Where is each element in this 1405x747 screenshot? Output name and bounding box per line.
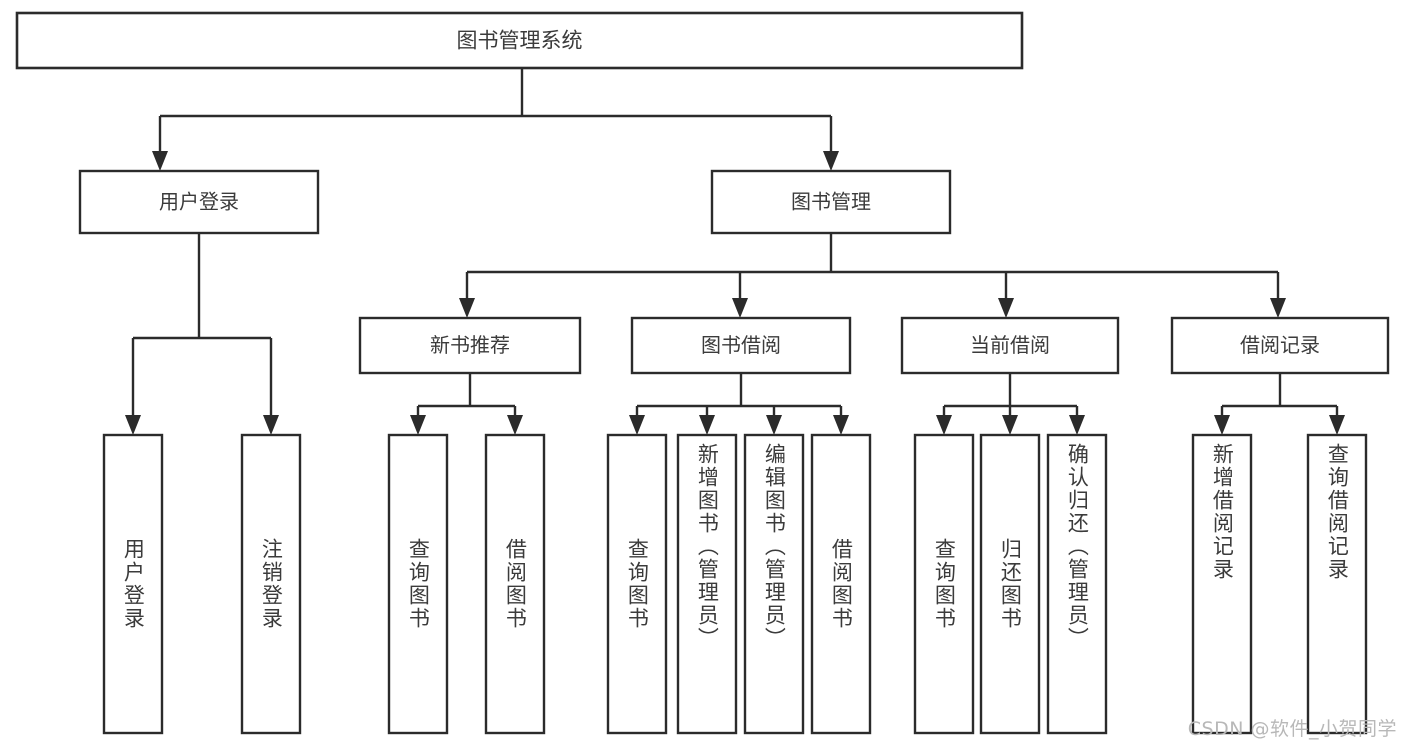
arrow-leaf-add-book [699, 406, 715, 435]
arrow-head [998, 298, 1014, 318]
arrow-head [833, 415, 849, 435]
arrow-leaf-borrow-book-rec [507, 406, 523, 435]
node-label-user-login: 用户登录 [159, 190, 239, 214]
arrow-head [1069, 415, 1085, 435]
arrow-leaf-query-book-rec [410, 406, 426, 435]
connector-bus-book-manage [467, 233, 1278, 274]
arrow-head [152, 151, 168, 171]
arrow-head [1214, 415, 1230, 435]
node-box-new-book-rec[interactable] [358, 316, 582, 375]
arrow-book-borrow [732, 272, 748, 318]
node-box-book-manage[interactable] [710, 169, 952, 235]
arrow-leaf-add-record [1214, 406, 1230, 435]
arrow-head [732, 298, 748, 318]
node-label-new-book-rec: 新书推荐 [430, 333, 510, 357]
arrow-head [936, 415, 952, 435]
connectors-layer [133, 68, 1337, 408]
node-box-root[interactable] [15, 11, 1024, 70]
arrow-head [263, 415, 279, 435]
node-box-leaf-query-book-borrow[interactable] [606, 433, 668, 735]
arrow-leaf-logout [263, 338, 279, 435]
node-box-leaf-user-login[interactable] [102, 433, 164, 735]
node-box-leaf-query-book-cur[interactable] [913, 433, 975, 735]
node-box-leaf-add-book[interactable] [676, 433, 738, 735]
node-box-leaf-query-book-rec[interactable] [387, 433, 449, 735]
arrow-borrow-record [1270, 272, 1286, 318]
arrow-head [1002, 415, 1018, 435]
node-box-leaf-logout[interactable] [240, 433, 302, 735]
arrow-leaf-borrow-book [833, 406, 849, 435]
node-box-leaf-borrow-book[interactable] [810, 433, 872, 735]
arrow-leaf-query-book-cur [936, 406, 952, 435]
node-box-current-borrow[interactable] [900, 316, 1120, 375]
node-box-leaf-add-record[interactable] [1191, 433, 1253, 735]
arrow-leaf-confirm-return [1069, 406, 1085, 435]
arrow-leaf-query-book-borrow [629, 406, 645, 435]
arrow-leaf-user-login [125, 338, 141, 435]
arrow-head [459, 298, 475, 318]
arrow-leaf-query-record [1329, 406, 1345, 435]
node-box-borrow-record[interactable] [1170, 316, 1390, 375]
arrow-new-book-rec [459, 272, 475, 318]
node-box-leaf-query-record[interactable] [1306, 433, 1368, 735]
connector-bus-new-book-rec [418, 373, 515, 408]
watermark-text: CSDN @软件_小贺同学 [1187, 718, 1397, 740]
arrow-head [629, 415, 645, 435]
arrow-head [699, 415, 715, 435]
node-boxes-layer [15, 11, 1390, 735]
arrow-head [1270, 298, 1286, 318]
connector-bus-borrow-record [1222, 373, 1337, 408]
node-box-book-borrow[interactable] [630, 316, 852, 375]
node-box-leaf-return-book[interactable] [979, 433, 1041, 735]
arrow-user-login [152, 116, 168, 171]
arrow-head [1329, 415, 1345, 435]
arrow-book-manage [823, 116, 839, 171]
node-label-book-manage: 图书管理 [791, 190, 871, 214]
arrow-head [507, 415, 523, 435]
arrow-head [125, 415, 141, 435]
connector-bus-book-borrow [637, 373, 841, 408]
connector-bus-user-login [133, 233, 271, 340]
node-label-book-borrow: 图书借阅 [701, 333, 781, 357]
arrowheads-layer [125, 116, 1345, 435]
arrow-leaf-return-book [1002, 406, 1018, 435]
arrow-leaf-edit-book [766, 406, 782, 435]
node-box-leaf-confirm-return[interactable] [1046, 433, 1108, 735]
node-label-current-borrow: 当前借阅 [970, 333, 1050, 357]
node-box-leaf-edit-book[interactable] [743, 433, 805, 735]
connector-bus-current-borrow [944, 373, 1077, 408]
node-label-borrow-record: 借阅记录 [1240, 333, 1320, 357]
arrow-head [410, 415, 426, 435]
arrow-current-borrow [998, 272, 1014, 318]
connector-bus-root [160, 68, 831, 118]
node-label-root: 图书管理系统 [457, 29, 583, 53]
node-box-leaf-borrow-book-rec[interactable] [484, 433, 546, 735]
node-box-user-login[interactable] [78, 169, 320, 235]
arrow-head [823, 151, 839, 171]
arrow-head [766, 415, 782, 435]
